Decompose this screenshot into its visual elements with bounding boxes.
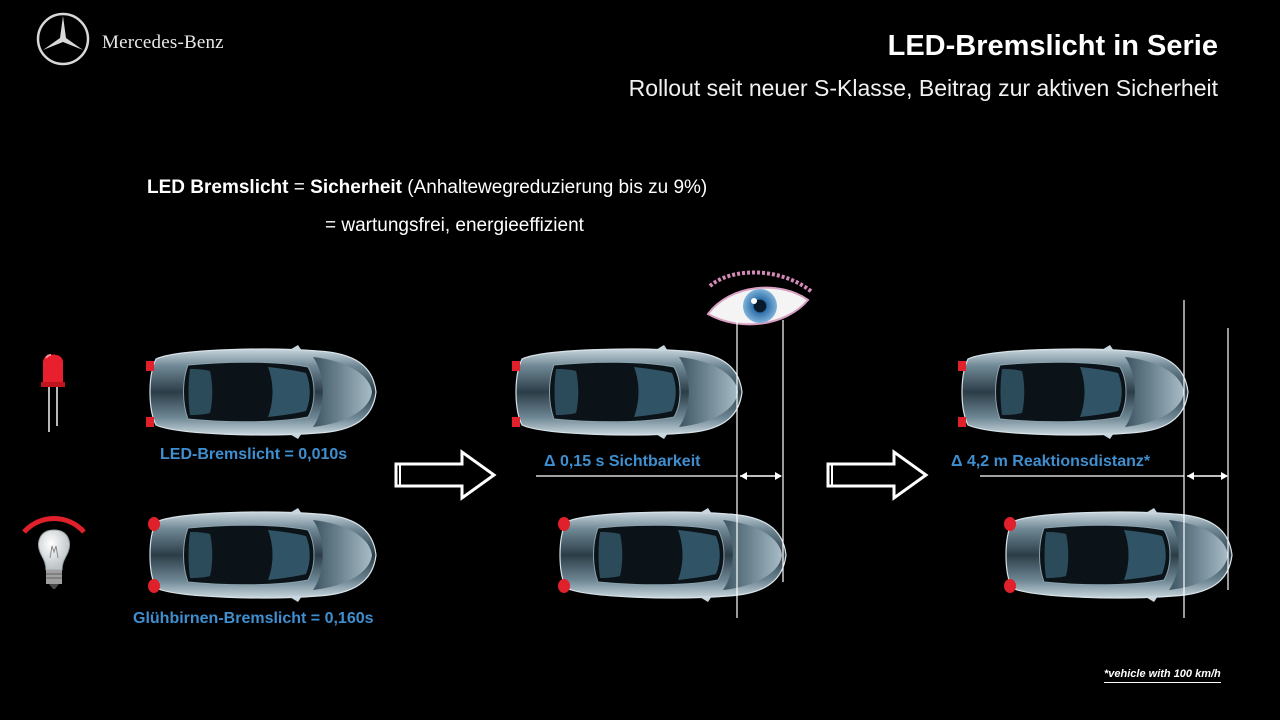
light-bulb-icon <box>22 516 86 589</box>
statement-led: LED Bremslicht <box>147 177 289 198</box>
car-led-right <box>958 344 1189 440</box>
statement-line-2: = wartungsfrei, energieeffizient <box>325 215 584 236</box>
reaction-label: Δ 4,2 m Reaktionsdistanz* <box>951 453 1151 470</box>
brand-name: Mercedes-Benz <box>102 32 224 53</box>
led-time-label: LED-Bremslicht = 0,010s <box>160 446 348 463</box>
page-subtitle: Rollout seit neuer S-Klasse, Beitrag zur… <box>628 75 1218 101</box>
reaction-dimension <box>980 300 1229 618</box>
eye-icon <box>706 270 814 326</box>
car-bulb-middle <box>558 507 787 603</box>
car-bulb-left <box>148 507 377 603</box>
car-led-middle <box>512 344 743 440</box>
statement-detail: (Anhaltewegreduzierung bis zu 9%) <box>402 177 708 198</box>
visibility-label: Δ 0,15 s Sichtbarkeit <box>544 453 701 470</box>
visibility-dimension <box>536 320 784 618</box>
statement-equals: = <box>288 177 311 198</box>
mercedes-star-icon <box>36 12 90 66</box>
led-diode-icon <box>41 354 65 432</box>
right-arrow-icon-2 <box>826 449 929 501</box>
bulb-time-label: Glühbirnen-Bremslicht = 0,160s <box>133 610 374 627</box>
statement-safety: Sicherheit <box>310 177 403 198</box>
footnote: *vehicle with 100 km/h <box>1104 668 1221 683</box>
right-arrow-icon <box>394 449 497 501</box>
car-bulb-right <box>1004 507 1233 603</box>
page-title: LED-Bremslicht in Serie <box>887 30 1218 62</box>
statement-line-1: LED Bremslicht = Sicherheit (Anhaltewegr… <box>147 177 707 199</box>
car-led-left <box>146 344 377 440</box>
